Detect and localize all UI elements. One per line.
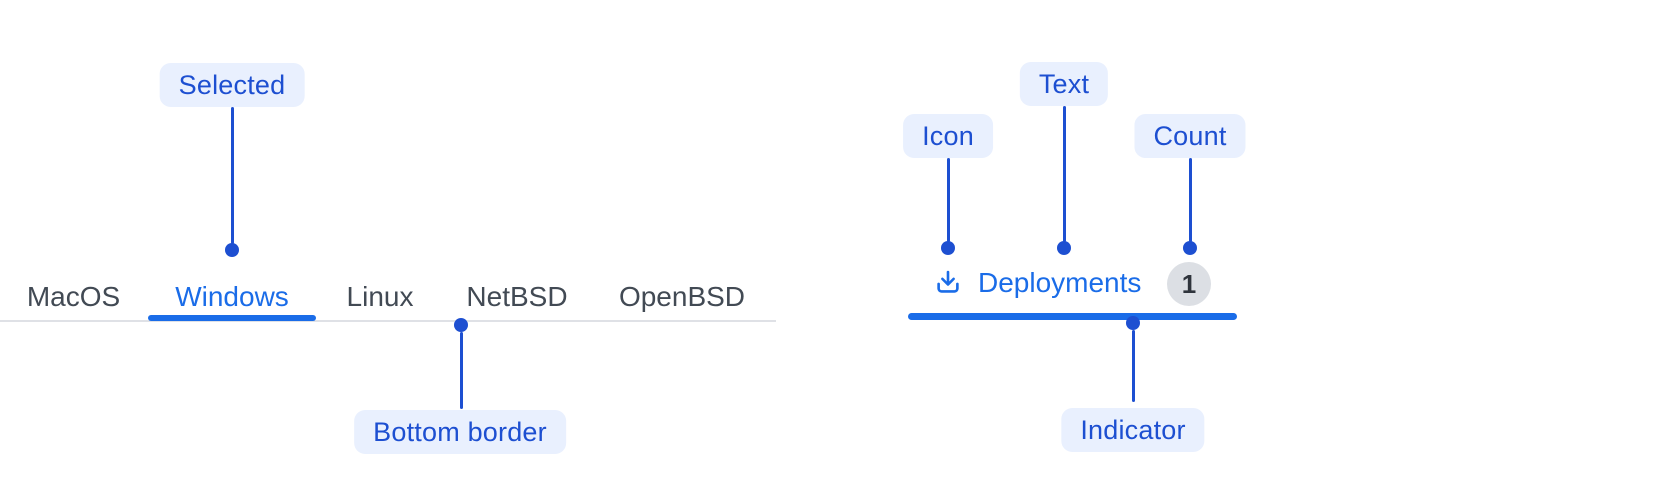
- selected-tab-underline: [148, 315, 316, 321]
- annotation-connector-dot: [1126, 316, 1140, 330]
- download-icon: [937, 270, 959, 293]
- annotation-connector-line: [1131, 330, 1135, 402]
- annotation-label-icon: Icon: [903, 114, 993, 158]
- annotation-connector-line: [459, 332, 463, 409]
- selected-tab-indicator: [908, 313, 1237, 320]
- tab-netbsd[interactable]: NetBSD: [466, 281, 568, 312]
- tab-openbsd[interactable]: OpenBSD: [618, 281, 746, 312]
- annotation-connector-line: [1062, 106, 1066, 242]
- annotation-label-count: Count: [1134, 114, 1246, 158]
- tab-count-badge: 1: [1167, 262, 1211, 306]
- annotation-label-indicator: Indicator: [1061, 408, 1205, 452]
- tabs-bottom-border: [0, 320, 776, 322]
- annotation-connector-dot: [1057, 241, 1071, 255]
- annotation-connector-dot: [1183, 241, 1197, 255]
- annotation-connector-line: [946, 158, 950, 242]
- annotation-connector-dot: [225, 243, 239, 257]
- tab-windows[interactable]: Windows: [148, 272, 316, 322]
- annotation-label-bottom-border: Bottom border: [354, 410, 566, 454]
- annotation-connector-dot: [941, 241, 955, 255]
- annotation-label-text: Text: [1019, 62, 1109, 106]
- annotation-connector-line: [230, 107, 234, 244]
- annotation-connector-dot: [454, 318, 468, 332]
- tab-windows-label: Windows: [175, 281, 289, 312]
- tab-linux[interactable]: Linux: [346, 281, 414, 312]
- tab-deployments-label: Deployments: [978, 267, 1142, 298]
- tab-macos[interactable]: MacOS: [26, 281, 121, 312]
- annotation-label-selected: Selected: [159, 63, 305, 107]
- annotation-connector-line: [1188, 158, 1192, 242]
